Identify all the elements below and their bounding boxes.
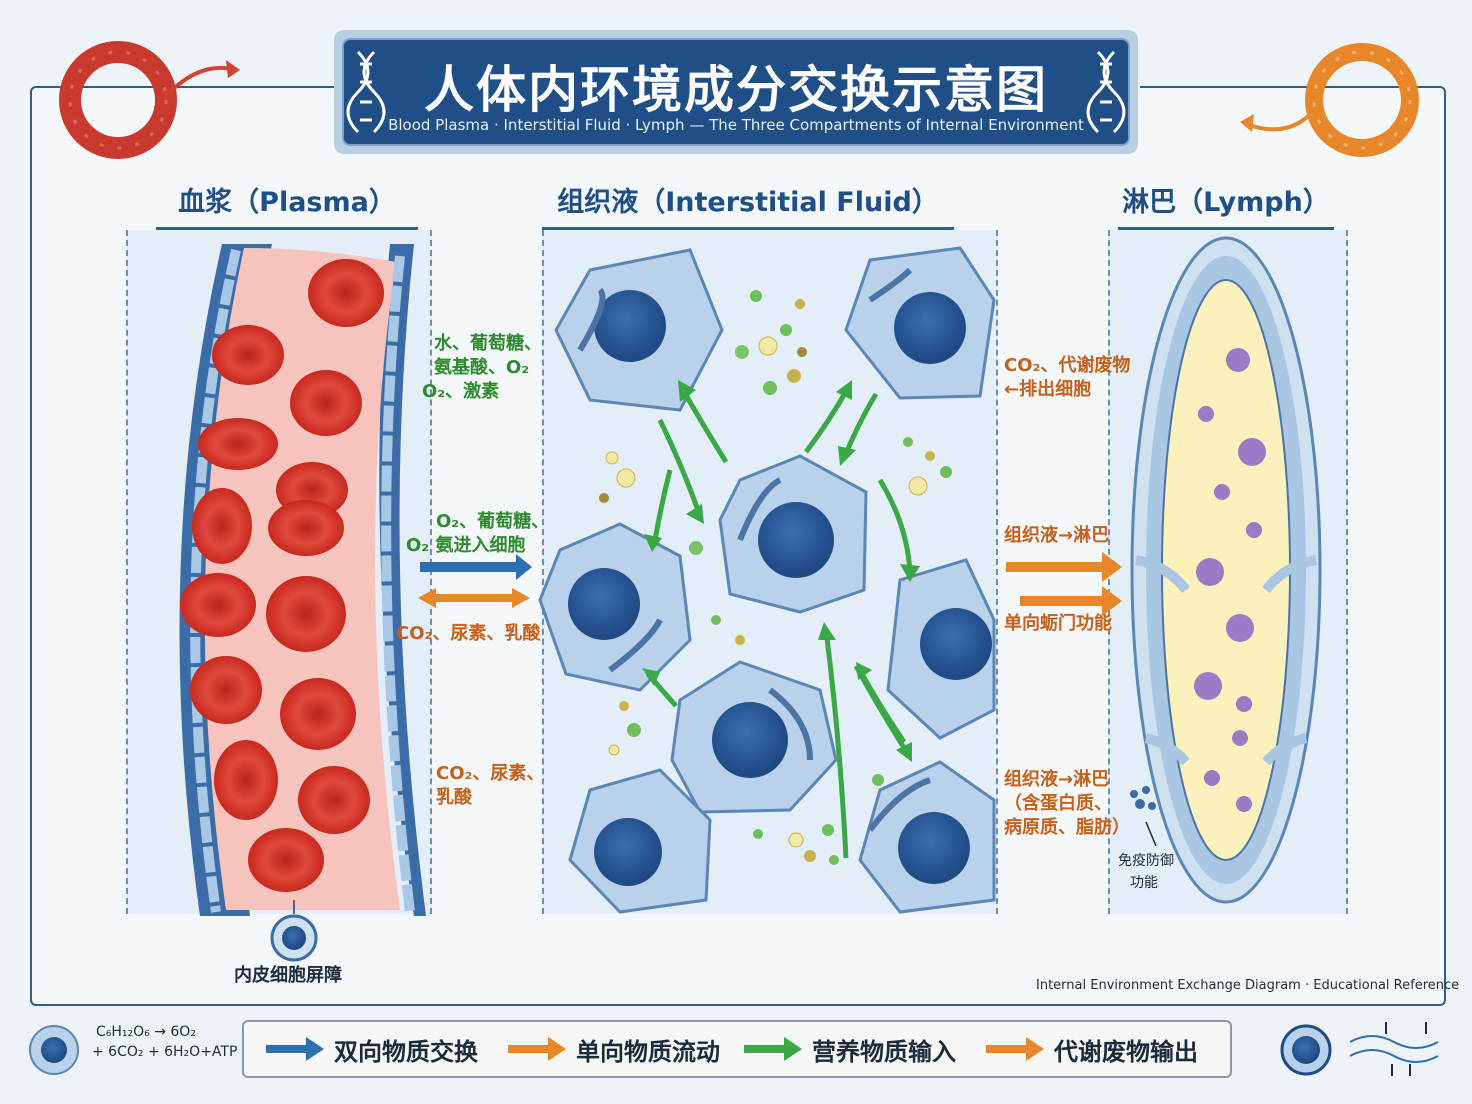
immune-label-1: 免疫防御 <box>1118 853 1174 869</box>
red-blood-cell <box>298 766 370 834</box>
legend-label-waste: 代谢废物输出 <box>1054 1038 1198 1066</box>
red-blood-cells <box>180 259 384 892</box>
section-title-interstitial: 组织液（Interstitial Fluid） <box>542 180 954 230</box>
nutrient-particles <box>599 290 952 865</box>
red-blood-cell <box>248 828 324 892</box>
red-blood-cell <box>212 325 284 385</box>
orange-ring-icon <box>1240 43 1419 157</box>
red-blood-cell <box>190 656 262 724</box>
cell-icon-right <box>1280 1024 1332 1076</box>
immune-label-2: 功能 <box>1130 875 1158 891</box>
cell-entry-label-1: O₂、葡萄糖、 <box>436 511 550 532</box>
red-blood-cell <box>214 740 278 820</box>
endothelium-label: 内皮细胞屏障 <box>234 965 342 986</box>
plasma-exchange-arrows <box>418 554 532 608</box>
legend-arrow-one-way <box>508 1037 566 1061</box>
to-lymph-label-4: 病原质、脂肪） <box>1004 817 1130 838</box>
tissue-cell <box>568 768 712 914</box>
section-title-plasma: 血浆（Plasma） <box>156 180 418 230</box>
tissue-cells <box>538 246 996 914</box>
lymph-arrows <box>1006 552 1122 616</box>
legend-arrow-waste <box>986 1037 1044 1061</box>
plasma-outflow-label-2: 乳酸 <box>436 787 472 808</box>
tissue-cell <box>554 248 724 412</box>
legend-arrow-nutrient <box>744 1037 802 1061</box>
plasma-inflow-label-2: 氨基酸、O₂ <box>434 357 530 378</box>
legend-arrow-bidirectional <box>266 1037 324 1061</box>
cell-exit-label: CO₂、尿素、乳酸 <box>396 623 541 644</box>
red-blood-cell <box>266 576 346 652</box>
lymph-vessel <box>1130 236 1322 904</box>
immune-cells-icon <box>1130 786 1157 847</box>
dna-icon-right <box>1086 50 1126 134</box>
legend-arrows <box>266 1037 1044 1061</box>
green-exchange-arrows <box>642 380 920 859</box>
plasma-inflow-label-3: O₂、激素 <box>422 381 500 402</box>
reference-note: Internal Environment Exchange Diagram · … <box>1036 978 1460 993</box>
legend-label-nutrient: 营养物质输入 <box>812 1038 956 1066</box>
to-lymph-label-2: 组织液→淋巴 <box>1004 769 1110 790</box>
legend: 双向物质交换 单向物质流动 营养物质输入 代谢废物输出 <box>242 1020 1232 1078</box>
red-cell-ring-icon <box>59 41 240 159</box>
cell-icon-left <box>29 1025 79 1075</box>
membrane-icon <box>1349 1022 1439 1076</box>
lymphocytes <box>1194 348 1266 812</box>
tissue-cell <box>718 454 868 614</box>
section-title-lymph: 淋巴（Lymph） <box>1118 180 1334 230</box>
red-blood-cell <box>192 488 252 564</box>
tissue-cell <box>670 660 838 814</box>
tissue-cell <box>858 760 996 914</box>
red-blood-cell <box>180 573 256 637</box>
dna-icons <box>346 50 1126 134</box>
equation-line-2: + 6CO₂ + 6H₂O+ATP <box>92 1044 238 1060</box>
red-blood-cell <box>198 418 278 470</box>
plasma-outflow-label-1: CO₂、尿素、 <box>436 763 545 784</box>
legend-label-one-way: 单向物质流动 <box>576 1038 720 1066</box>
waste-label-1: CO₂、代谢废物 <box>1004 355 1131 376</box>
title-banner: 人体内环境成分交换示意图 Blood Plasma · Interstitial… <box>334 30 1138 154</box>
dna-icon-left <box>346 50 386 134</box>
cell-entry-label-2: O₂ 氨进入细胞 <box>406 535 526 556</box>
valve-label: 单向蛎门功能 <box>1004 613 1112 634</box>
plasma-inflow-label-1: 水、葡萄糖、 <box>434 333 542 354</box>
to-lymph-label-1: 组织液→淋巴 <box>1004 525 1110 546</box>
tissue-cell <box>538 522 692 692</box>
red-blood-cell <box>290 370 362 436</box>
to-lymph-label-3: （含蛋白质、 <box>1004 793 1112 814</box>
page-subtitle: Blood Plasma · Interstitial Fluid · Lymp… <box>388 116 1084 134</box>
red-blood-cell <box>280 678 356 750</box>
red-blood-cell <box>268 500 344 556</box>
legend-label-bidirectional: 双向物质交换 <box>334 1038 478 1066</box>
endothelial-cell-icon <box>270 900 318 962</box>
tissue-cell <box>844 246 996 400</box>
equation-line-1: C₆H₁₂O₆ → 6O₂ <box>96 1024 196 1040</box>
waste-label-2: ←排出细胞 <box>1004 379 1092 400</box>
page-title: 人体内环境成分交换示意图 <box>424 61 1048 119</box>
red-blood-cell <box>308 259 384 327</box>
tissue-cell <box>886 558 996 740</box>
